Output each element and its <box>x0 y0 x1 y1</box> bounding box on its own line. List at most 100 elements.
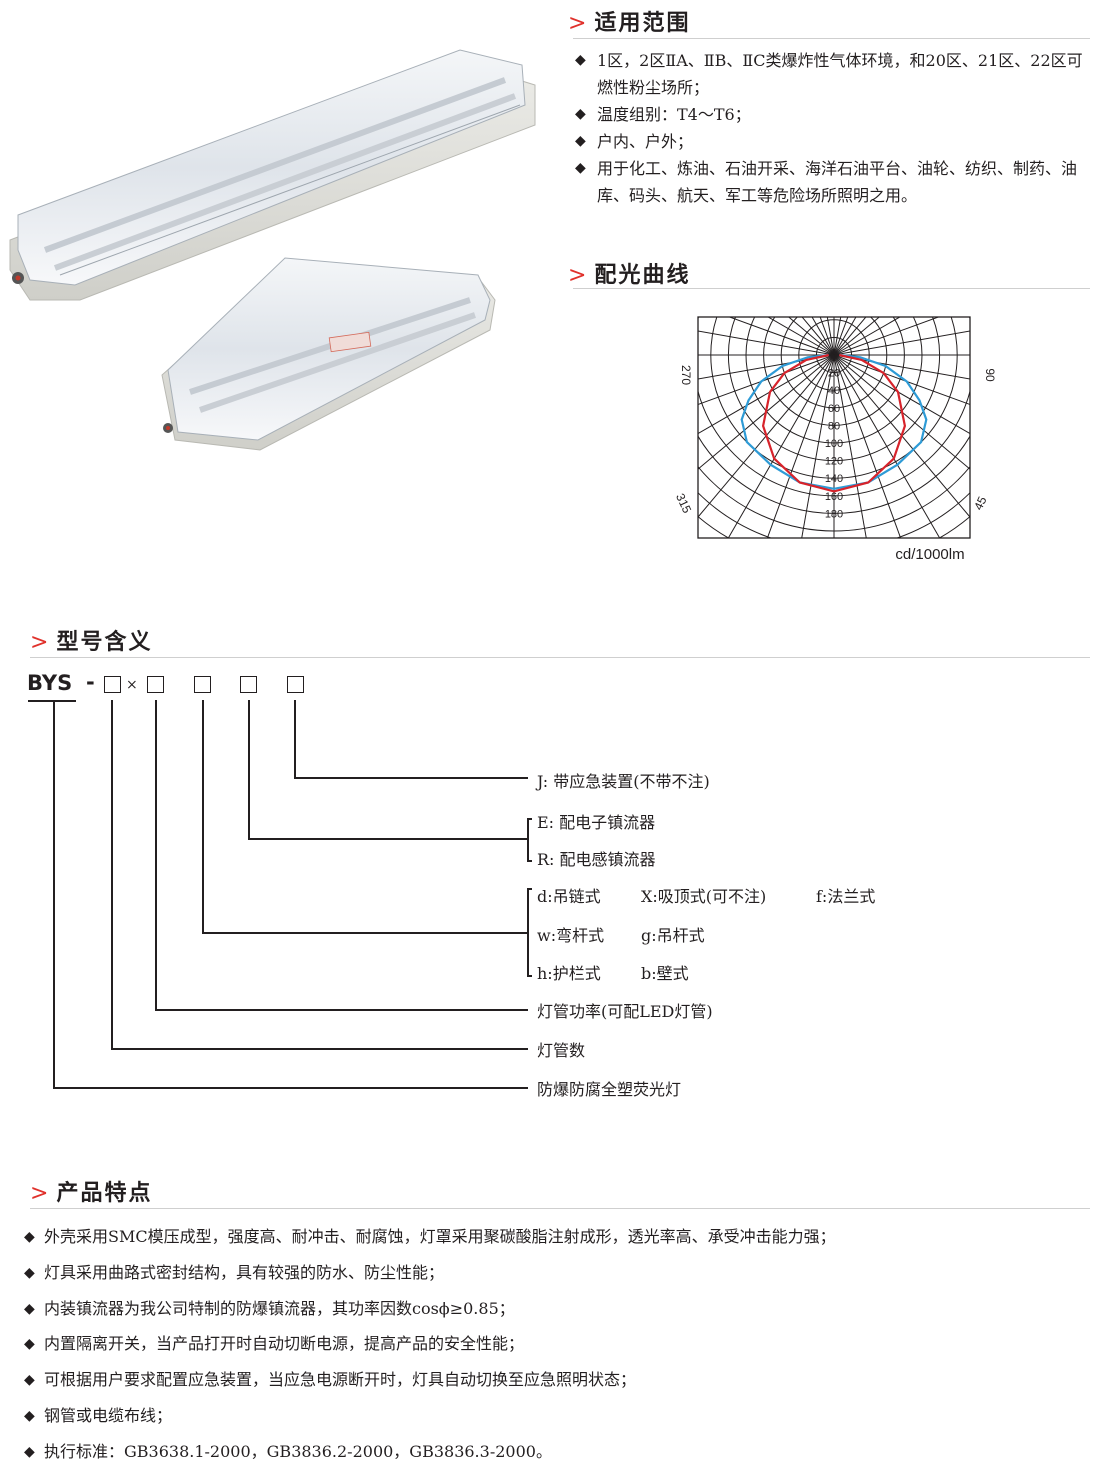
list-item: ◆执行标准：GB3638.1-2000，GB3836.2-2000，GB3836… <box>24 1440 836 1476</box>
angle-label-45: 45 <box>971 494 989 512</box>
list-item: ◆灯具采用曲路式密封结构，具有较强的防水、防尘性能； <box>24 1261 836 1297</box>
bracket <box>527 888 529 976</box>
scope-list: ◆1区，2区ⅡA、ⅡB、ⅡC类爆炸性气体环境，和20区、21区、22区可燃性粉尘… <box>575 47 1093 209</box>
legend-power: 灯管功率(可配LED灯管) <box>537 1002 713 1021</box>
radial-label: 40 <box>828 385 840 397</box>
grid-spoke <box>698 330 835 356</box>
legend-count: 灯管数 <box>537 1041 586 1060</box>
grid-spoke <box>833 354 941 538</box>
code-box-count <box>104 676 121 693</box>
polar-grid <box>698 317 970 538</box>
bracket <box>527 818 529 861</box>
list-item: ◆内置隔离开关，当产品打开时自动切断电源，提高产品的安全性能； <box>24 1332 836 1368</box>
list-item: ◆1区，2区ⅡA、ⅡB、ⅡC类爆炸性气体环境，和20区、21区、22区可燃性粉尘… <box>575 47 1093 101</box>
short-fixture-illustration <box>161 257 496 451</box>
bracket <box>527 975 532 977</box>
code-box-power <box>147 676 164 693</box>
grid-spoke <box>833 354 867 538</box>
grid-spoke <box>698 354 835 380</box>
section-arrow-icon: > <box>568 11 589 36</box>
model-dash: - <box>86 670 95 694</box>
grid-spoke <box>833 354 970 518</box>
grid-spoke <box>801 354 835 538</box>
features-divider <box>30 1208 1090 1209</box>
grid-spoke <box>767 317 835 356</box>
legend-electronic-ballast: E: 配电子镇流器 <box>537 813 656 832</box>
diamond-bullet-icon: ◆ <box>24 1264 35 1281</box>
legend-inductive-ballast: R: 配电感镇流器 <box>537 850 656 869</box>
grid-spoke <box>698 354 835 470</box>
code-box-emergency <box>287 676 304 693</box>
bracket <box>527 818 532 820</box>
section-arrow-icon: > <box>30 1181 51 1206</box>
code-box-mount <box>194 676 211 693</box>
features-list: ◆外壳采用SMC模压成型，强度高、耐冲击、耐腐蚀，灯罩采用聚碳酸脂注射成形，透光… <box>24 1225 836 1476</box>
model-divider <box>30 657 1090 658</box>
diamond-bullet-icon: ◆ <box>575 160 586 176</box>
legend-mount-h: h:护栏式 <box>537 964 601 983</box>
list-item: ◆内装镇流器为我公司特制的防爆镇流器，其功率因数cosϕ≥0.85； <box>24 1297 836 1333</box>
leader-line <box>155 700 157 1010</box>
diamond-bullet-icon: ◆ <box>24 1300 35 1317</box>
unit-label: cd/1000lm <box>895 546 964 563</box>
features-section-title: >产品特点 <box>30 1175 152 1207</box>
diamond-bullet-icon: ◆ <box>575 52 586 68</box>
grid-spoke <box>728 317 835 356</box>
scope-section-title: >适用范围 <box>568 5 690 37</box>
bracket <box>527 860 532 862</box>
grid-spoke <box>833 354 970 470</box>
grid-spoke <box>833 354 970 435</box>
leader-line <box>202 932 528 934</box>
times-sign: × <box>126 677 138 693</box>
leader-line <box>53 1087 528 1089</box>
model-prefix: BYS <box>27 671 73 695</box>
diamond-bullet-icon: ◆ <box>24 1372 35 1389</box>
model-section-title: >型号含义 <box>30 624 152 656</box>
grid-spoke <box>766 354 835 538</box>
legend-name: 防爆防腐全塑荧光灯 <box>537 1080 682 1099</box>
bracket <box>527 888 532 890</box>
list-item: ◆温度组别：T4～T6； <box>575 101 1093 128</box>
leader-line <box>28 700 76 702</box>
model-title-text: 型号含义 <box>56 630 153 655</box>
code-box-ballast <box>240 676 257 693</box>
angle-label-90: 90 <box>983 368 997 382</box>
transverse-curve <box>740 353 928 490</box>
leader-line <box>294 777 528 779</box>
legend-mount-f: f:法兰式 <box>816 887 876 906</box>
radial-label: 160 <box>825 491 843 503</box>
list-item: ◆户内、户外； <box>575 128 1093 155</box>
features-title-text: 产品特点 <box>56 1181 153 1206</box>
grid-spoke <box>727 354 835 538</box>
grid-spoke <box>833 330 970 356</box>
list-item: ◆用于化工、炼油、石油开采、海洋石油平台、油轮、纺织、制药、油库、码头、航天、军… <box>575 155 1093 209</box>
section-arrow-icon: > <box>568 263 589 288</box>
list-item: ◆钢管或电缆布线； <box>24 1404 836 1440</box>
product-image <box>9 49 536 451</box>
grid-spoke <box>833 354 902 538</box>
grid-spoke <box>833 317 901 356</box>
curve-divider <box>573 288 1090 289</box>
grid-spoke <box>833 317 940 356</box>
grid-spoke <box>833 354 970 380</box>
leader-line <box>155 1009 528 1011</box>
diamond-bullet-icon: ◆ <box>575 133 586 149</box>
grid-spoke <box>698 354 835 518</box>
section-arrow-icon: > <box>30 630 51 655</box>
diamond-bullet-icon: ◆ <box>24 1443 35 1460</box>
angle-label-315: 315 <box>673 491 694 515</box>
curve-section-title: >配光曲线 <box>568 257 690 289</box>
leader-line <box>111 700 113 1049</box>
diamond-bullet-icon: ◆ <box>575 106 586 122</box>
legend-mount-d: d:吊链式 <box>537 887 601 906</box>
scope-divider <box>573 38 1090 39</box>
legend-mount-g: g:吊杆式 <box>641 926 705 945</box>
diamond-bullet-icon: ◆ <box>24 1407 35 1424</box>
leader-line <box>53 700 55 1088</box>
long-fixture-illustration <box>9 49 536 301</box>
radial-label: 120 <box>825 456 843 468</box>
curve-title-text: 配光曲线 <box>594 263 691 288</box>
leader-line <box>248 838 528 840</box>
